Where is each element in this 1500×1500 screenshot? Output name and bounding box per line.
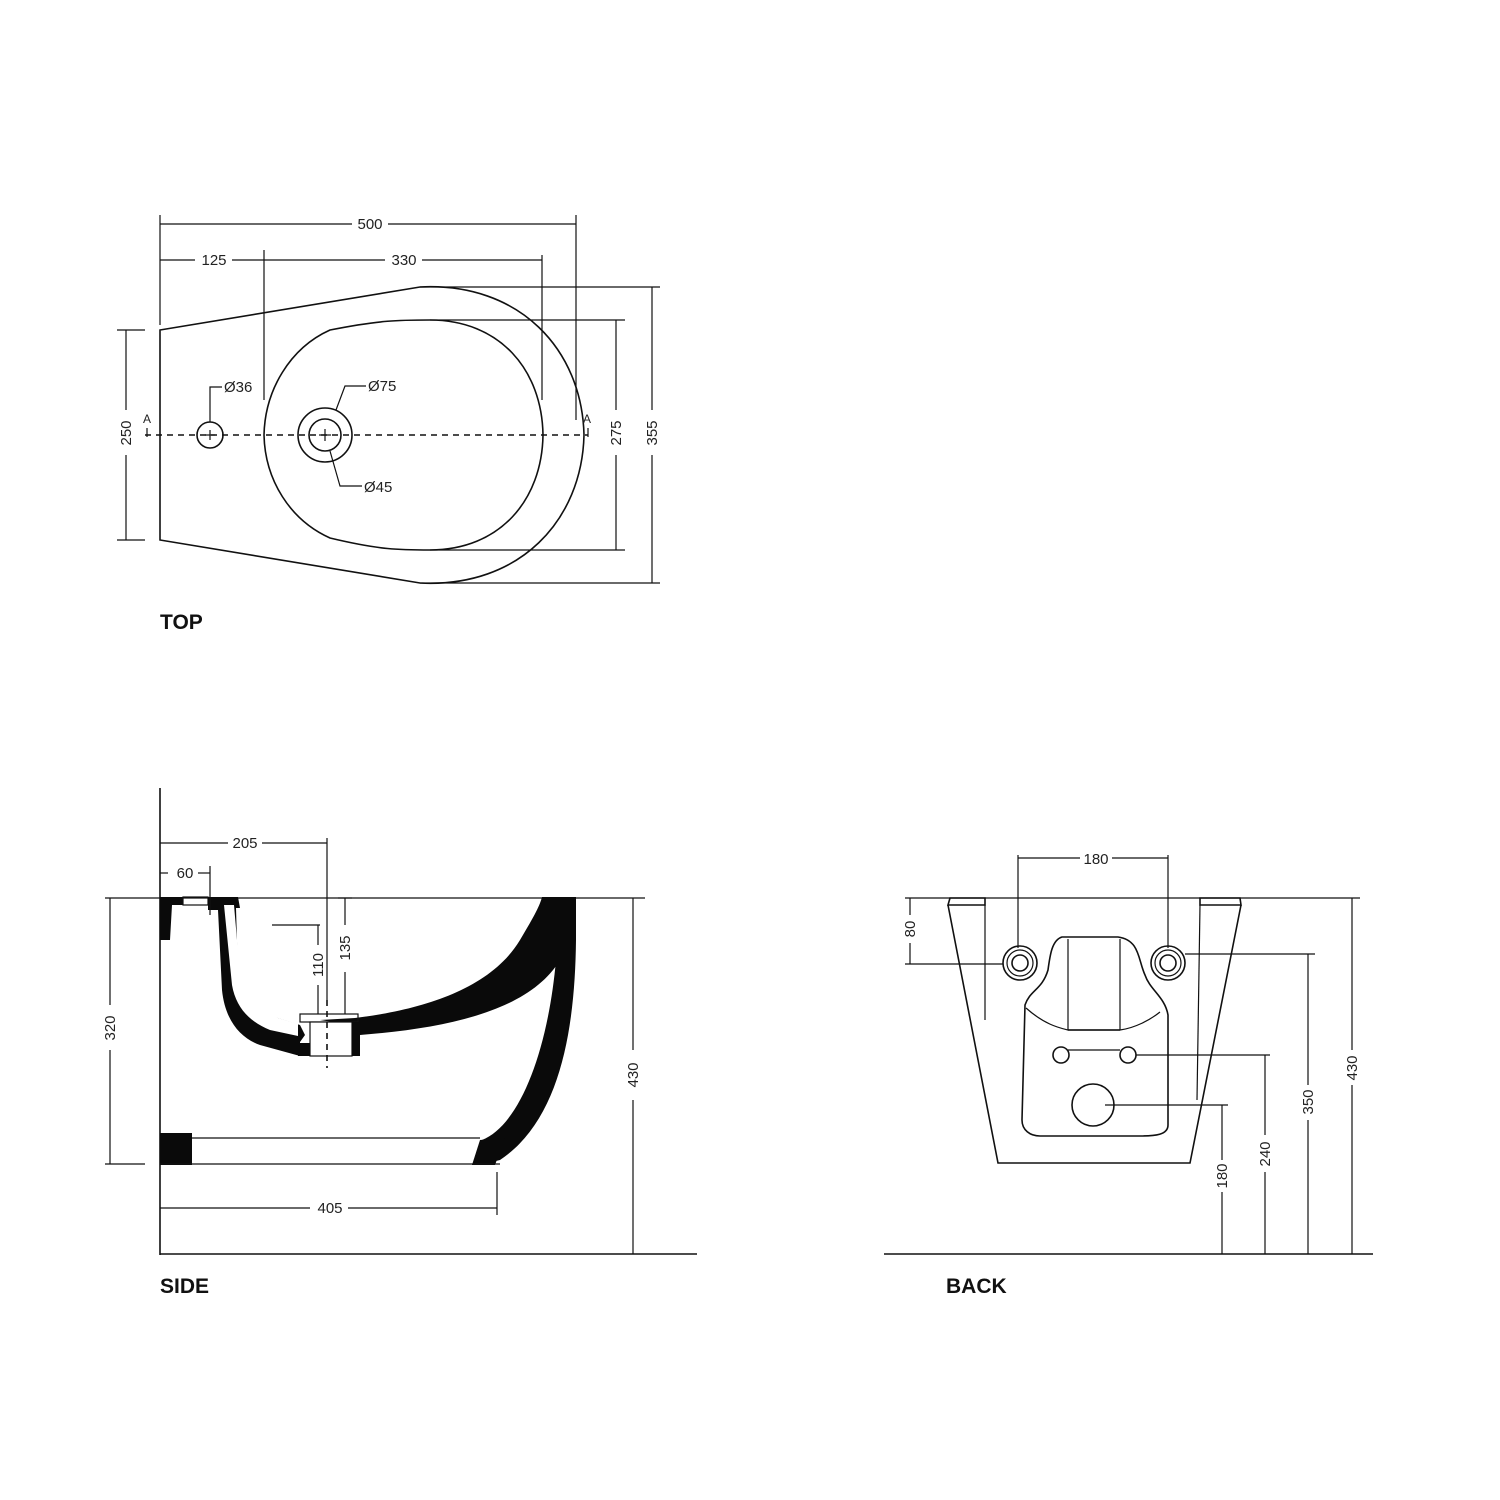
fixing-hole-right — [1150, 945, 1186, 981]
back-view: 180 80 180 240 350 430 BACK — [884, 851, 1373, 1298]
dim-bowl-length: 330 — [391, 252, 416, 269]
drain-inner — [308, 418, 342, 452]
supply-hole-right — [1119, 1046, 1137, 1064]
view-label-side: SIDE — [160, 1275, 209, 1298]
dim-rear-width: 250 — [118, 420, 135, 445]
dim-overall-height-side: 430 — [625, 1062, 642, 1087]
dim-supply-height: 240 — [1257, 1141, 1274, 1166]
view-label-back: BACK — [946, 1275, 1007, 1298]
side-view: 205 60 110 135 320 430 405 SIDE — [102, 788, 697, 1298]
dim-body-height: 320 — [102, 1015, 119, 1040]
dim-tap-hole-diameter: Ø36 — [224, 379, 252, 396]
rear-recess — [1021, 936, 1169, 1137]
dim-drain-offset: 205 — [232, 835, 257, 852]
dim-base-length: 405 — [317, 1200, 342, 1217]
dim-fixing-from-top: 80 — [902, 921, 919, 938]
view-label-top: TOP — [160, 611, 203, 634]
dim-waste-height: 180 — [1214, 1163, 1231, 1188]
dim-drain-outer-diameter: Ø75 — [368, 378, 396, 395]
section-mark-left: A — [143, 412, 151, 426]
section-mark-right: A — [583, 412, 591, 426]
drain-outer — [297, 407, 353, 463]
dim-drain-depth-outer: 135 — [337, 935, 354, 960]
dim-tap-offset: 125 — [201, 252, 226, 269]
dim-fixing-spacing: 180 — [1083, 851, 1108, 868]
top-view: 500 125 330 250 275 355 Ø36 Ø75 Ø45 A A … — [117, 215, 661, 634]
dim-fixing-height: 350 — [1300, 1089, 1317, 1114]
dim-overall-width: 355 — [644, 420, 661, 445]
dim-bowl-width: 275 — [608, 420, 625, 445]
dim-overall-length: 500 — [357, 216, 382, 233]
back-body-outline — [946, 897, 1242, 906]
fixing-hole-left — [1002, 945, 1038, 981]
supply-hole-left — [1052, 1046, 1070, 1064]
dim-drain-inner-diameter: Ø45 — [364, 479, 392, 496]
dim-overall-height-back: 430 — [1344, 1055, 1361, 1080]
dim-drain-depth-inner: 110 — [310, 953, 327, 977]
dim-tap-offset-side: 60 — [177, 865, 194, 882]
top-outer-outline — [159, 286, 585, 584]
